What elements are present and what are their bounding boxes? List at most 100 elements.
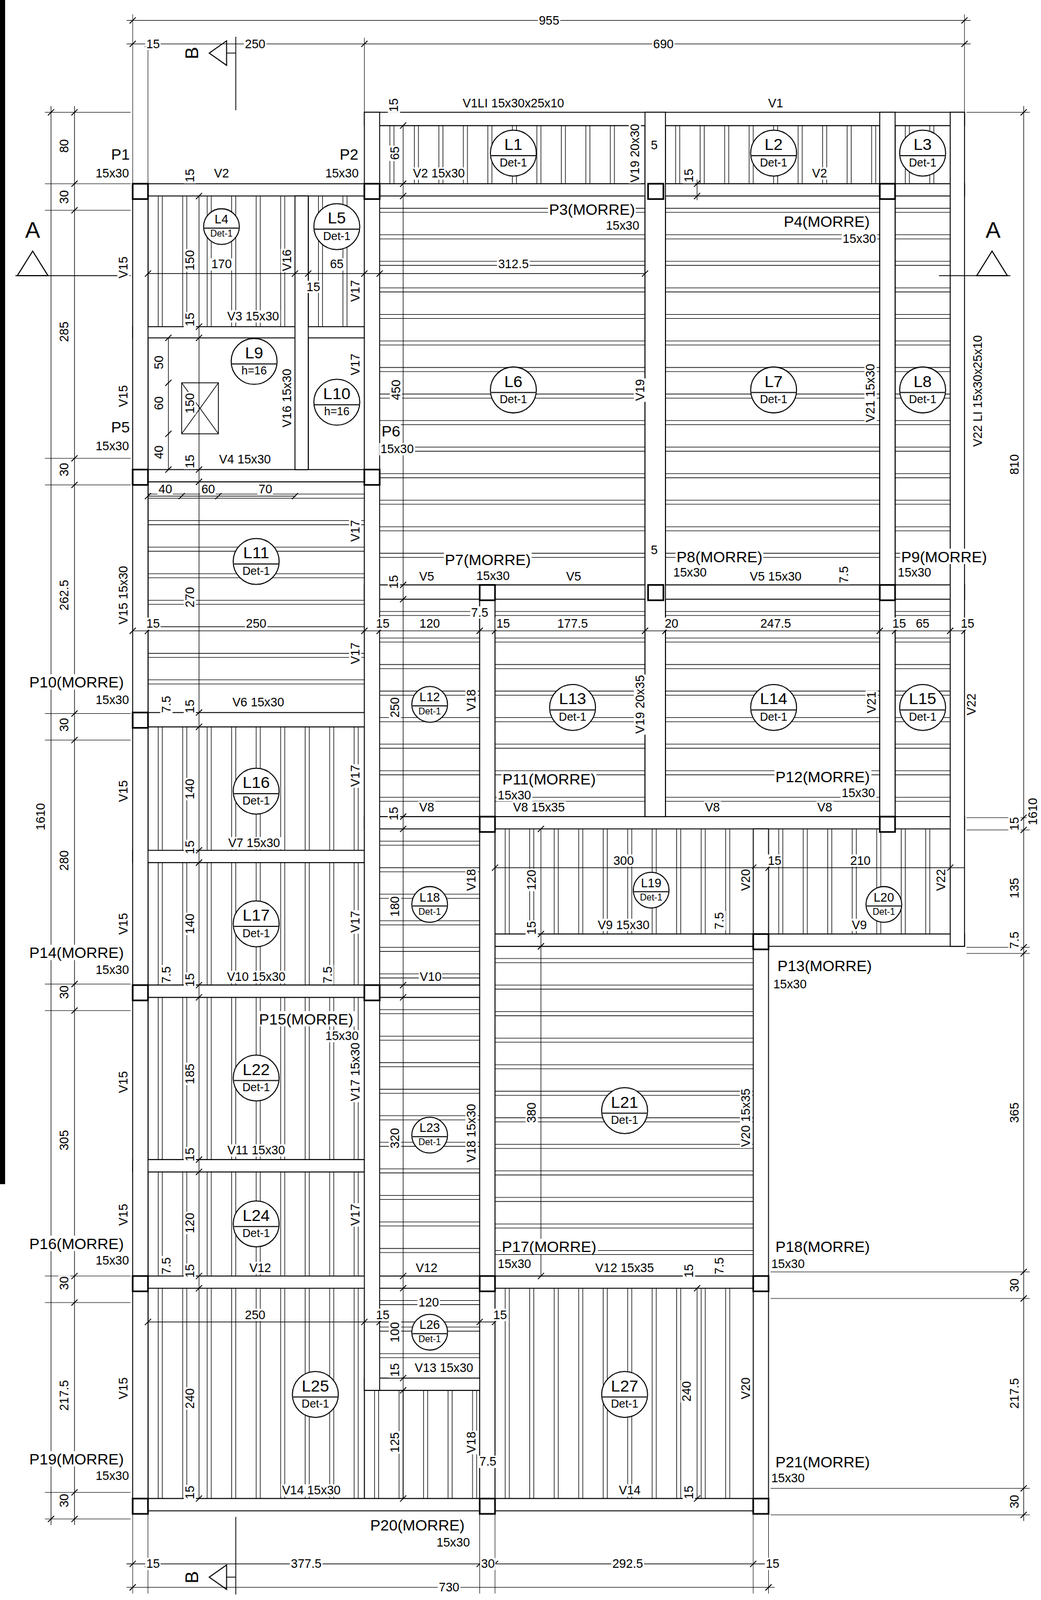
dimension-text: 7.5: [321, 965, 334, 985]
callout-divider: [900, 709, 946, 711]
pillar-symbol: [753, 933, 769, 950]
joist-line: [304, 1171, 306, 1276]
joist-line: [560, 125, 562, 184]
dimension-text: 15: [682, 1484, 695, 1500]
joist-line: [182, 862, 184, 985]
joist-line: [161, 997, 163, 1160]
beam-label: V16: [280, 248, 293, 273]
beam-outline: [132, 1275, 769, 1288]
joist-line: [895, 211, 951, 213]
section-mark: A: [984, 219, 1002, 242]
beam-label: V17: [349, 641, 362, 666]
joist-line: [494, 1011, 754, 1012]
pillar-size: 15x30: [94, 439, 131, 452]
joist-line: [379, 668, 480, 669]
beam-label: V4 15x30: [218, 453, 273, 466]
slab-detail: Det-1: [242, 1081, 270, 1094]
slab-outline: [379, 125, 645, 184]
dimension-text: 300: [612, 854, 635, 867]
slab-detail: Det-1: [242, 795, 270, 808]
joist-line: [895, 291, 951, 293]
joist-line: [379, 291, 645, 293]
beam-label: V14 15x30: [280, 1483, 342, 1496]
joist-line: [494, 1174, 754, 1175]
dimension-tick: [400, 581, 407, 588]
dimension-text: 217.5: [57, 1378, 71, 1412]
slab-outline: [768, 828, 950, 934]
extension-line: [770, 1271, 1030, 1272]
slab-detail: Det-1: [610, 1114, 639, 1127]
slab-number: L24: [242, 1207, 270, 1225]
joist-line: [379, 840, 480, 842]
joist-line: [157, 726, 159, 851]
beam-label: V21: [865, 690, 878, 715]
joist-line: [665, 207, 880, 209]
slab-outline: [364, 1390, 481, 1499]
joist-line: [379, 1225, 480, 1226]
dimension-tick: [144, 493, 152, 500]
joist-line: [308, 726, 310, 851]
slab-outline: [379, 997, 480, 1276]
pillar-symbol: [132, 183, 149, 200]
section-line: [235, 1516, 236, 1594]
slab-outline: [148, 481, 365, 713]
slab-detail: Det-1: [301, 1398, 330, 1411]
joist-line: [665, 499, 880, 501]
joist-line: [161, 726, 163, 851]
slab-callout: L26Det-1: [411, 1313, 448, 1351]
joist-line: [494, 747, 645, 749]
slab-callout: L22Det-1: [232, 1054, 280, 1102]
joist-line: [494, 1041, 754, 1043]
joist-line: [379, 844, 480, 846]
dimension-tick: [476, 627, 483, 634]
dimension-tick: [195, 334, 203, 342]
joist-line: [895, 800, 951, 802]
joist-line: [665, 344, 880, 346]
callout-divider: [490, 392, 536, 394]
joist-line: [235, 1287, 236, 1499]
dimension-layer: [44, 14, 1030, 1594]
joist-line: [231, 726, 232, 851]
joist-line: [895, 314, 951, 315]
joist-line: [508, 828, 510, 934]
pillar-symbol: [753, 1498, 769, 1514]
joist-line: [895, 668, 951, 669]
slab-outline: [148, 726, 365, 851]
joist-line: [665, 446, 880, 448]
extension-line: [147, 37, 149, 184]
pillar-name: P2: [338, 146, 360, 162]
extension-line: [44, 111, 131, 113]
joist-line: [705, 1287, 706, 1499]
slab-detail: Det-1: [210, 229, 233, 240]
joist-line: [378, 1390, 379, 1499]
pillar-size: 15x30: [94, 1254, 131, 1267]
joist-line: [665, 668, 880, 669]
joist-line: [157, 1171, 159, 1276]
beam-outline: [132, 850, 365, 863]
beam-label: V22: [934, 867, 947, 892]
pillar-symbol: [479, 816, 495, 832]
dimension-text: 15: [374, 1308, 391, 1321]
callout-divider: [233, 563, 279, 565]
joist-line: [831, 828, 832, 934]
dimension-line: [696, 179, 698, 201]
slab-outline: [148, 195, 296, 327]
joist-line: [871, 125, 872, 184]
joist-line: [494, 1254, 754, 1255]
beam-label: V8 15x35: [512, 800, 567, 814]
joist-line: [665, 637, 880, 638]
beam-label: V18: [465, 1430, 478, 1455]
joist-line: [725, 1287, 726, 1499]
joist-line: [333, 726, 335, 851]
joist-line: [357, 1287, 359, 1499]
joist-line: [379, 1062, 480, 1063]
dimension-tick: [165, 430, 172, 437]
beam-label: V18 15x30: [465, 1102, 478, 1164]
joist-line: [614, 125, 615, 184]
dimension-tick: [291, 493, 299, 500]
dimension-tick: [195, 1285, 203, 1292]
joist-line: [206, 1171, 208, 1276]
joist-line: [850, 125, 852, 184]
callout-divider: [751, 155, 796, 157]
dimension-text: 250: [388, 695, 401, 719]
